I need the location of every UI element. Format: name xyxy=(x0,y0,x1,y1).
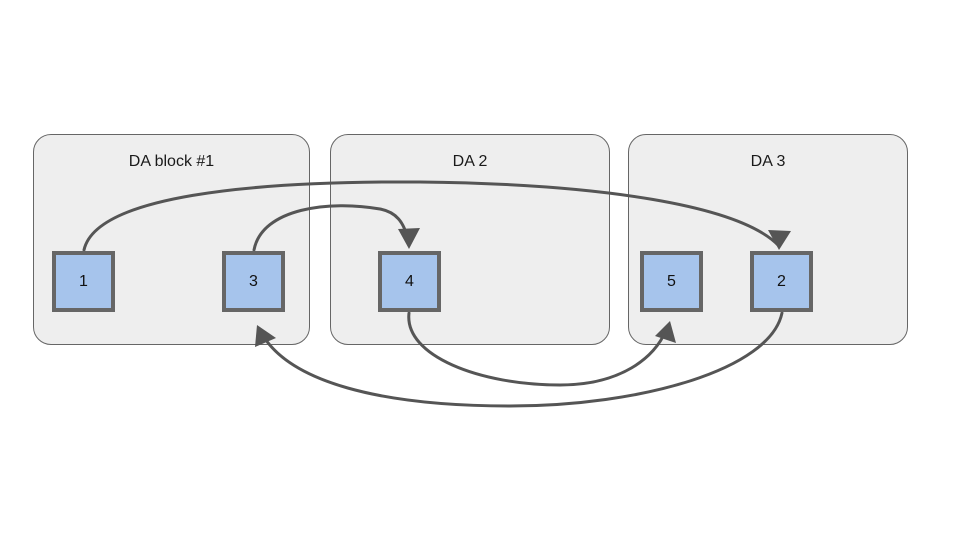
node-5-label: 5 xyxy=(667,272,676,290)
node-5[interactable]: 5 xyxy=(640,251,703,312)
da-block-1[interactable]: DA block #1 xyxy=(33,134,310,345)
node-4-label: 4 xyxy=(405,272,414,290)
da-block-3[interactable]: DA 3 xyxy=(628,134,908,345)
da-block-1-label: DA block #1 xyxy=(128,153,215,170)
node-3-label: 3 xyxy=(249,272,258,290)
node-3[interactable]: 3 xyxy=(222,251,285,312)
da-block-3-label: DA 3 xyxy=(750,153,786,170)
node-2-label: 2 xyxy=(777,272,786,290)
node-1-label: 1 xyxy=(79,272,88,290)
node-1[interactable]: 1 xyxy=(52,251,115,312)
da-block-2[interactable]: DA 2 xyxy=(330,134,610,345)
da-block-2-label: DA 2 xyxy=(452,153,488,170)
node-2[interactable]: 2 xyxy=(750,251,813,312)
node-4[interactable]: 4 xyxy=(378,251,441,312)
